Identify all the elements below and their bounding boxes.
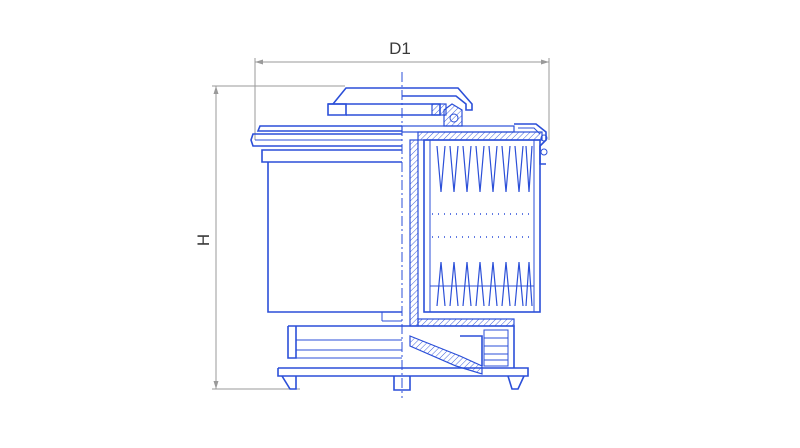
filter-section-view [401, 87, 548, 390]
h-label: H [194, 234, 213, 246]
d1-label: D1 [389, 39, 411, 58]
dimension-h: H [194, 85, 345, 390]
filter-exterior-view [250, 87, 411, 391]
dimension-d1: D1 [254, 39, 550, 140]
